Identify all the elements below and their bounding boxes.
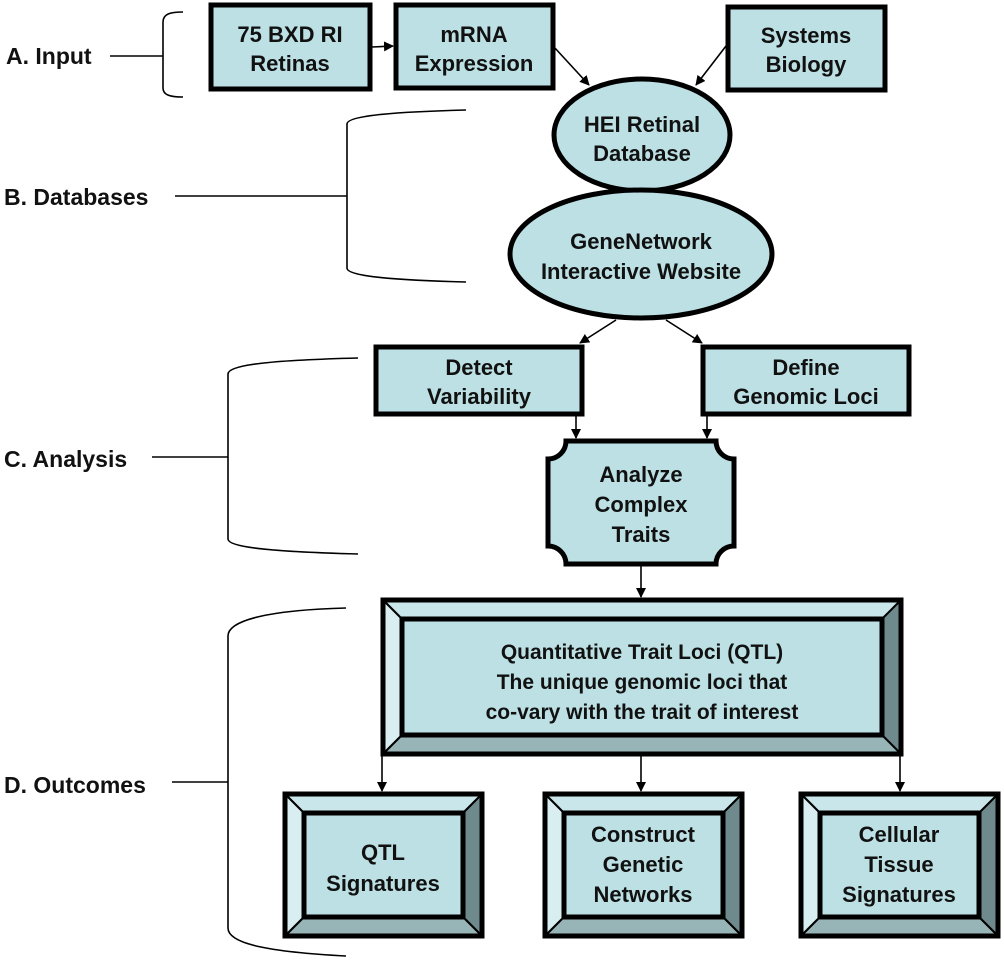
edge-genenetwork-detect <box>579 319 617 344</box>
node-cellular-line-3: Signatures <box>842 882 956 907</box>
node-systems: Systems Biology <box>725 4 888 93</box>
node-qtl-bevel-right <box>881 597 902 757</box>
node-construct-line-1: Construct <box>591 822 696 847</box>
node-cellular-bevel-left <box>800 791 821 939</box>
node-retinas-line-2: Retinas <box>250 51 329 76</box>
node-define-line-1: Define <box>772 355 839 380</box>
node-mrna-line-2: Expression <box>415 51 534 76</box>
stage-label-outcomes: D. Outcomes <box>4 772 146 798</box>
stage-c: C. Analysis <box>4 357 359 555</box>
node-hei: HEI Retinal Database <box>551 76 733 194</box>
node-qtl-signatures-bevel-right <box>462 791 483 939</box>
node-construct: Construct Genetic Networks <box>542 791 745 939</box>
node-construct-line-3: Networks <box>593 882 692 907</box>
node-construct-bevel-bottom <box>542 916 745 937</box>
node-analyze-line-2: Complex <box>595 492 689 517</box>
node-cellular-bevel-top <box>798 793 1001 814</box>
edge-genenetwork-define <box>665 319 703 344</box>
node-qtl-line-2: The unique genomic loci that <box>497 671 788 694</box>
node-cellular-line-1: Cellular <box>859 822 940 847</box>
node-construct-outline <box>542 791 745 939</box>
node-construct-face <box>561 810 726 920</box>
node-qtl-signatures-face <box>301 810 466 920</box>
stage-a: A. Input <box>6 11 184 98</box>
node-genenetwork-line-1: GeneNetwork <box>570 229 713 254</box>
node-define-line-2: Genomic Loci <box>733 384 878 409</box>
node-qtl-signatures-outline <box>282 791 485 939</box>
node-analyze-line-1: Analyze <box>599 462 682 487</box>
node-construct-bevel-left <box>544 791 565 939</box>
node-qtl-signatures-bevel-left <box>284 791 305 939</box>
node-retinas-line-1: 75 BXD RI <box>237 22 342 47</box>
stage-c-brace <box>227 357 359 555</box>
node-cellular-outline <box>798 791 1001 939</box>
edge-systems-hei <box>695 45 727 86</box>
node-qtl-signatures-line-2: Signatures <box>326 871 440 896</box>
node-hei-line-1: HEI Retinal <box>584 112 700 137</box>
node-construct-bevel-top <box>542 793 745 814</box>
node-detect-line-1: Detect <box>445 355 513 380</box>
stage-label-analysis: C. Analysis <box>4 446 127 472</box>
node-mrna: mRNA Expression <box>393 2 556 91</box>
stage-label-databases: B. Databases <box>4 184 148 210</box>
node-detect-line-2: Variability <box>427 384 532 409</box>
node-mrna-line-1: mRNA <box>440 22 507 47</box>
edge-mrna-hei <box>553 46 590 86</box>
node-define: Define Genomic Loci <box>700 344 912 417</box>
stage-d: D. Outcomes <box>4 607 347 957</box>
node-qtl-signatures-bevel-bottom <box>282 916 485 937</box>
node-analyze: Analyze Complex Traits <box>545 438 737 567</box>
node-construct-bevel-right <box>722 791 743 939</box>
node-cellular: Cellular Tissue Signatures <box>798 791 1001 939</box>
edge-retinas-mrna <box>371 41 394 52</box>
node-retinas: 75 BXD RI Retinas <box>208 2 373 92</box>
stage-a-brace <box>162 11 184 98</box>
node-construct-line-2: Genetic <box>603 852 684 877</box>
node-qtl-bevel-top <box>380 599 904 620</box>
node-qtl-signatures-bevel-top <box>282 793 485 814</box>
node-qtl-signatures: QTL Signatures <box>282 791 485 939</box>
node-qtl-signatures-line-1: QTL <box>361 840 405 865</box>
node-genenetwork: GeneNetwork Interactive Website <box>507 187 775 321</box>
node-cellular-bevel-right <box>978 791 999 939</box>
node-systems-line-1: Systems <box>761 23 852 48</box>
node-detect: Detect Variability <box>373 344 585 417</box>
stage-b-brace <box>346 109 467 283</box>
node-cellular-bevel-bottom <box>798 916 1001 937</box>
node-qtl-face <box>399 616 885 738</box>
node-qtl-line-1: Quantitative Trait Loci (QTL) <box>501 641 783 664</box>
node-genenetwork-line-2: Interactive Website <box>541 259 741 284</box>
node-qtl-line-3: co-vary with the trait of interest <box>486 701 799 724</box>
stage-d-brace <box>227 607 347 957</box>
node-qtl: Quantitative Trait Loci (QTL) The unique… <box>380 597 904 757</box>
node-qtl-outline <box>380 597 904 757</box>
node-systems-line-2: Biology <box>766 52 847 77</box>
node-qtl-bevel-left <box>382 597 403 757</box>
node-hei-line-2: Database <box>593 141 691 166</box>
node-cellular-face <box>817 810 982 920</box>
stage-label-input: A. Input <box>6 43 92 69</box>
node-analyze-line-3: Traits <box>612 522 671 547</box>
stage-b: B. Databases <box>4 109 467 283</box>
node-cellular-line-2: Tissue <box>864 852 933 877</box>
node-qtl-bevel-bottom <box>380 734 904 755</box>
